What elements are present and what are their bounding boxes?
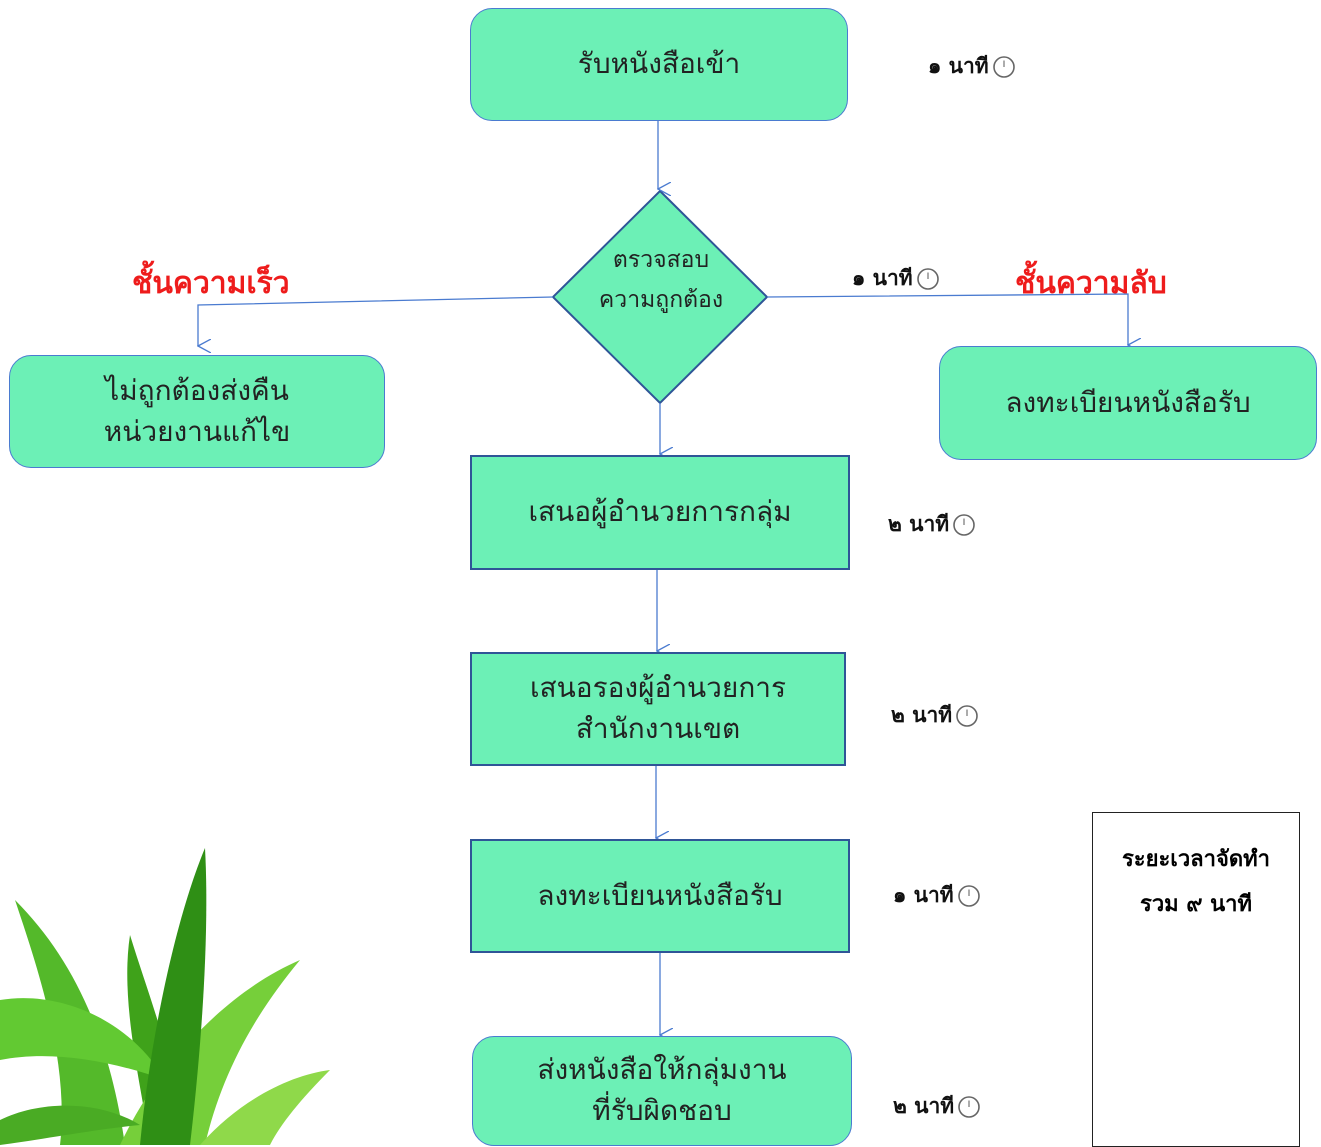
time-deputy: ๒ นาที (891, 699, 979, 732)
node-propose-director: เสนอผู้อำนวยการกลุ่ม (470, 455, 850, 570)
time-send-text: ๒ นาที (893, 1094, 955, 1118)
node-propose-deputy: เสนอรองผู้อำนวยการ สำนักงานเขต (470, 652, 846, 766)
clock-icon (953, 513, 975, 536)
summary-line-1: ระยะเวลาจัดทำ (1121, 847, 1271, 872)
node-register: ลงทะเบียนหนังสือรับ (470, 839, 850, 953)
arrow-check-reject (198, 296, 554, 346)
time-register: ๑ นาที (893, 879, 981, 912)
branch-label-urgent: ชั้นความเร็ว (132, 266, 290, 301)
clock-icon (916, 267, 939, 290)
time-receive-text: ๑ นาที (928, 54, 989, 78)
branch-label-secret: ชั้นความลับ (1015, 266, 1167, 301)
node-receive: รับหนังสือเข้า (470, 8, 848, 121)
arrow-check-secret (766, 293, 1128, 345)
time-director: ๒ นาที (888, 508, 976, 541)
time-check: ๑ นาที (852, 262, 940, 295)
node-register-secret: ลงทะเบียนหนังสือรับ (939, 346, 1317, 460)
time-director-text: ๒ นาที (888, 512, 950, 536)
clock-icon (957, 884, 980, 907)
palm-leaves-icon (0, 848, 330, 1145)
summary-line-2: รวม ๙ นาที (1140, 892, 1252, 918)
clock-icon (956, 704, 978, 727)
clock-icon (958, 1095, 980, 1118)
time-register-text: ๑ นาที (893, 883, 954, 907)
time-check-text: ๑ นาที (852, 266, 913, 290)
node-reject: ไม่ถูกต้องส่งคืน หน่วยงานแก้ไข (9, 355, 385, 468)
clock-icon (992, 55, 1015, 78)
summary-box: ระยะเวลาจัดทำ รวม ๙ นาที (1092, 812, 1300, 1147)
node-send-group: ส่งหนังสือให้กลุ่มงาน ที่รับผิดชอบ (472, 1036, 852, 1146)
time-receive: ๑ นาที (928, 50, 1016, 83)
node-check-label: ตรวจสอบ ความถูกต้อง (598, 247, 724, 314)
time-send: ๒ นาที (893, 1090, 981, 1123)
time-deputy-text: ๒ นาที (891, 703, 953, 727)
